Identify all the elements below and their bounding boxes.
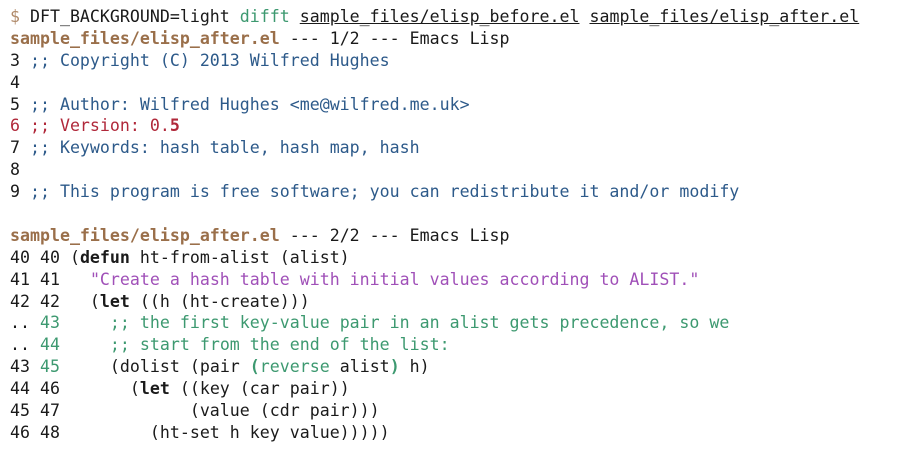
code-segment: 42 42 ( (10, 291, 100, 311)
file-name: sample_files/elisp_after.el (10, 28, 280, 48)
file-name: sample_files/elisp_after.el (10, 225, 280, 245)
command-line: $ DFT_BACKGROUND=light difft sample_file… (10, 6, 859, 28)
code-segment: (dolist (pair (59, 357, 250, 377)
code-segment: h) (399, 357, 430, 377)
code-segment: 8 (10, 160, 20, 180)
diff-line: .. 43 ;; the first key-value pair in an … (10, 312, 859, 334)
prompt-symbol: $ (10, 7, 30, 26)
code-segment: 41 41 (10, 269, 90, 289)
code-segment: "Create a hash table with initial values… (89, 269, 700, 289)
diff-line: 41 41 "Create a hash table with initial … (10, 269, 859, 291)
env-assignment: DFT_BACKGROUND=light (29, 7, 240, 26)
code-segment: 9 (10, 182, 30, 202)
code-segment: 3 (10, 50, 30, 70)
code-segment: 46 48 (ht-set h key value))))) (10, 422, 390, 442)
terminal-output: $ DFT_BACKGROUND=light difft sample_file… (10, 6, 859, 444)
diff-hunk-header: sample_files/elisp_after.el --- 2/2 --- … (10, 225, 859, 247)
diff-line: 3 ;; Copyright (C) 2013 Wilfred Hughes (10, 50, 859, 72)
diff-line: .. 44 ;; start from the end of the list: (10, 334, 859, 356)
diff-output: sample_files/elisp_after.el --- 1/2 --- … (10, 28, 859, 444)
diff-line: 46 48 (ht-set h key value))))) (10, 422, 859, 444)
diff-line: 4 (10, 72, 859, 94)
diff-line: 5 ;; Author: Wilfred Hughes <me@wilfred.… (10, 94, 859, 116)
code-segment: 44 46 ( (10, 379, 140, 399)
code-segment: ( (249, 357, 260, 377)
code-segment: 44 (39, 335, 60, 355)
file-argument-after: sample_files/elisp_after.el (589, 7, 860, 26)
code-segment: let (139, 379, 170, 399)
code-segment: 5 (169, 116, 180, 136)
code-segment: --- 1/2 --- Emacs Lisp (279, 28, 510, 48)
code-segment: 45 47 (value (cdr pair))) (10, 401, 380, 421)
command-name: difft (239, 7, 290, 26)
diff-line: 45 47 (value (cdr pair))) (10, 400, 859, 422)
code-segment: 5 (10, 94, 30, 114)
diff-line: 43 45 (dolist (pair (reverse alist) h) (10, 356, 859, 378)
diff-line: 40 40 (defun ht-from-alist (alist) (10, 247, 859, 269)
code-segment: 6 ;; Version: 0. (10, 116, 170, 136)
code-segment: ((key (car pair)) (169, 379, 350, 399)
code-segment: 4 (10, 72, 20, 92)
code-segment: .. (10, 313, 40, 333)
code-segment: ;; Keywords: hash table, hash map, hash (29, 138, 420, 158)
code-segment: ;; start from the end of the list: (59, 335, 450, 355)
diff-line: 6 ;; Version: 0.5 (10, 115, 859, 137)
code-segment: let (99, 291, 130, 311)
diff-line: 7 ;; Keywords: hash table, hash map, has… (10, 137, 859, 159)
code-segment: ;; the first key-value pair in an alist … (59, 313, 730, 333)
code-segment: 7 (10, 138, 30, 158)
code-segment: 43 (39, 313, 60, 333)
code-segment: alist (329, 357, 390, 377)
code-segment: ht-from-alist (alist) (129, 247, 350, 267)
code-segment: ) (389, 357, 400, 377)
code-segment: reverse (259, 357, 330, 377)
code-segment: --- 2/2 --- Emacs Lisp (279, 225, 510, 245)
code-segment: 40 40 ( (10, 247, 80, 267)
code-segment: 43 (10, 357, 40, 377)
code-segment: ((h (ht-create))) (129, 291, 310, 311)
diff-line: 44 46 (let ((key (car pair)) (10, 378, 859, 400)
code-segment: ;; This program is free software; you ca… (29, 182, 740, 202)
diff-line: 8 (10, 159, 859, 181)
diff-line (10, 203, 859, 225)
diff-line: 9 ;; This program is free software; you … (10, 181, 859, 203)
diff-line: 42 42 (let ((h (ht-create))) (10, 291, 859, 313)
code-segment: ;; Copyright (C) 2013 Wilfred Hughes (29, 50, 390, 70)
code-segment: ;; Author: Wilfred Hughes <me@wilfred.me… (29, 94, 470, 114)
code-segment: defun (79, 247, 130, 267)
file-argument-before: sample_files/elisp_before.el (299, 7, 580, 26)
diff-hunk-header: sample_files/elisp_after.el --- 1/2 --- … (10, 28, 859, 50)
code-segment: 45 (39, 357, 60, 377)
code-segment: .. (10, 335, 40, 355)
